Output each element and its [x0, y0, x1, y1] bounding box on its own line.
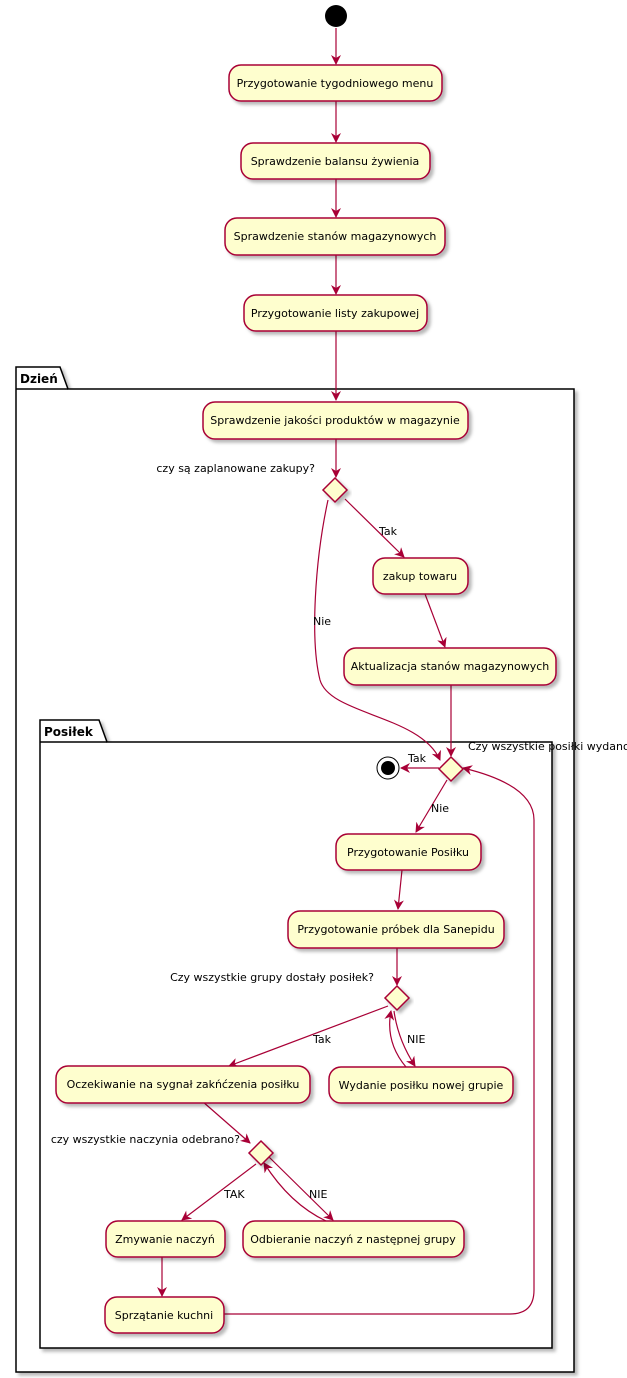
container-meal-title: Posiłek — [44, 725, 94, 739]
edge-a13-d4 — [263, 1162, 327, 1222]
activity-a2: Sprawdzenie balansu żywienia — [240, 142, 431, 180]
edge-label-d1-yes: Tak — [378, 525, 398, 538]
edge-label-d2-yes: Tak — [407, 752, 427, 765]
edge-label-d2-no: Nie — [431, 802, 449, 815]
edge-d1-d2-no — [314, 499, 441, 761]
edge-d3-a11 — [393, 1010, 416, 1067]
activity-a13-label: Odbieranie naczyń z następnej grupy — [250, 1233, 456, 1246]
activity-a11-label: Wydanie posiłku nowej grupie — [339, 1079, 504, 1092]
decision-d3-label: Czy wszystkie grupy dostały posiłek? — [170, 971, 374, 984]
activity-a13: Odbieranie naczyń z następnej grupy — [242, 1220, 465, 1258]
edge-label-d1-no: Nie — [313, 615, 331, 628]
activity-a9: Przygotowanie próbek dla Sanepidu — [287, 910, 505, 949]
activity-a1: Przygotowanie tygodniowego menu — [228, 64, 443, 102]
container-meal: Posiłek — [39, 719, 553, 1349]
edge-a8-a9 — [393, 869, 404, 910]
end-node — [376, 756, 400, 780]
activity-a7-label: Aktualizacja stanów magazynowych — [351, 660, 550, 673]
edge-d4-a13 — [268, 1156, 334, 1221]
edge-label-d3-no: NIE — [407, 1033, 425, 1046]
activity-a6: zakup towaru — [372, 557, 469, 595]
edge-d2-a8 — [415, 779, 448, 833]
activity-a5-label: Sprawdzenie jakości produktów w magazyni… — [210, 414, 460, 427]
edge-d3-a10 — [228, 1005, 389, 1068]
edge-label-d3-yes: Tak — [312, 1033, 332, 1046]
decision-d4: czy wszystkie naczynia odebrano? — [51, 1133, 275, 1167]
activity-a4: Przygotowanie listy zakupowej — [243, 294, 428, 332]
activity-a14-label: Sprzątanie kuchni — [115, 1309, 213, 1322]
start-node — [325, 5, 347, 27]
activity-a14: Sprzątanie kuchni — [104, 1296, 225, 1334]
edge-a11-d3 — [384, 1010, 407, 1068]
activity-a9-label: Przygotowanie próbek dla Sanepidu — [297, 923, 494, 936]
activity-a6-label: zakup towaru — [383, 570, 457, 583]
edge-label-d4-yes: TAK — [223, 1188, 245, 1201]
container-day-title: Dzień — [20, 372, 58, 386]
edge-label-d4-no: NIE — [309, 1188, 327, 1201]
activity-a12: Zmywanie naczyń — [105, 1220, 226, 1258]
edges — [157, 28, 535, 1315]
activity-a10: Oczekiwanie na sygnał zakńćzenia posiłku — [55, 1065, 311, 1104]
activity-a3: Sprawdzenie stanów magazynowych — [224, 217, 446, 256]
decision-d2: Czy wszystkie posiłki wydano? — [437, 740, 627, 783]
activity-a7: Aktualizacja stanów magazynowych — [343, 647, 557, 686]
activity-a11: Wydanie posiłku nowej grupie — [328, 1066, 514, 1104]
activity-a1-label: Przygotowanie tygodniowego menu — [237, 77, 434, 90]
edge-a10-d4 — [201, 1100, 251, 1144]
activity-a3-label: Sprawdzenie stanów magazynowych — [234, 230, 437, 243]
activity-a8-label: Przygotowanie Posiłku — [347, 846, 469, 859]
activity-a10-label: Oczekiwanie na sygnał zakńćzenia posiłku — [67, 1078, 300, 1091]
activity-a2-label: Sprawdzenie balansu żywienia — [251, 155, 420, 168]
edge-a6-a7 — [424, 593, 447, 648]
decision-d1: czy są zaplanowane zakupy? — [156, 462, 349, 504]
activity-a12-label: Zmywanie naczyń — [115, 1233, 215, 1246]
edge-d4-a12 — [181, 1163, 257, 1221]
decision-d1-label: czy są zaplanowane zakupy? — [156, 462, 315, 475]
decision-d2-label: Czy wszystkie posiłki wydano? — [468, 740, 627, 753]
decision-d4-label: czy wszystkie naczynia odebrano? — [51, 1133, 240, 1146]
edge-a14-d2 — [224, 765, 535, 1315]
edge-d1-a6 — [344, 498, 405, 558]
activity-a4-label: Przygotowanie listy zakupowej — [251, 307, 419, 320]
activity-a5: Sprawdzenie jakości produktów w magazyni… — [202, 401, 469, 440]
decision-d3: Czy wszystkie grupy dostały posiłek? — [170, 971, 411, 1012]
activity-a8: Przygotowanie Posiłku — [335, 833, 482, 871]
